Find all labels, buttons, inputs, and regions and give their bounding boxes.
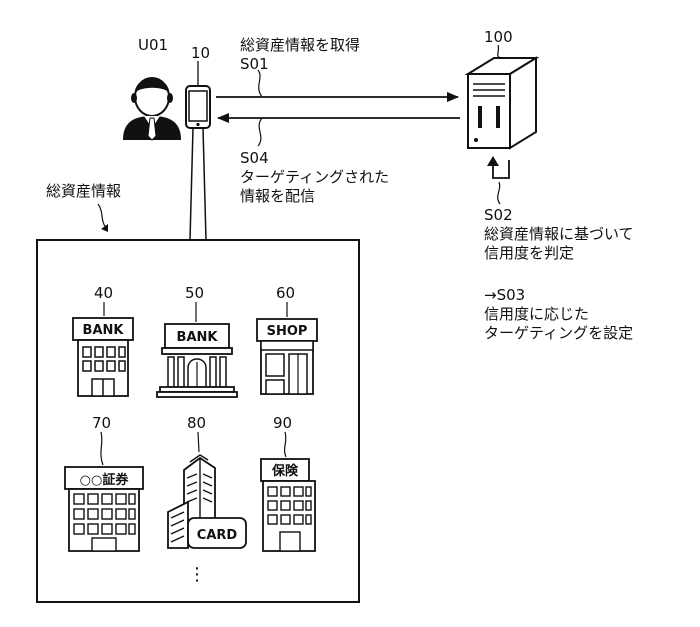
sign-90: 保険 xyxy=(271,463,299,479)
s03-code: →S03 xyxy=(484,286,525,304)
device-ref-label: 10 xyxy=(191,44,210,62)
card-company-building-icon xyxy=(167,454,247,549)
sign-80: CARD xyxy=(197,528,238,543)
s03-line1: 信用度に応じた xyxy=(484,305,589,323)
ref-70: 70 xyxy=(92,414,111,432)
assets-label-leader xyxy=(97,203,107,229)
assets-label-arrowhead xyxy=(101,224,108,232)
s01-title: 総資産情報を取得 xyxy=(240,36,360,54)
sign-70: ○○証券 xyxy=(80,472,130,488)
ref-80: 80 xyxy=(187,414,206,432)
user-icon xyxy=(123,77,181,141)
bank-classic-icon xyxy=(156,323,238,398)
callout-line-left xyxy=(189,127,194,241)
s01-leader xyxy=(257,69,263,98)
s04-line1: ターゲティングされた xyxy=(240,168,389,186)
callout-line-right xyxy=(202,127,207,241)
s02-line1: 総資産情報に基づいて xyxy=(484,225,634,243)
server-ref-label: 100 xyxy=(484,28,513,46)
s04-code: S04 xyxy=(240,149,269,167)
bank-building-icon xyxy=(72,317,134,397)
sign-50: BANK xyxy=(177,330,219,345)
smartphone-icon xyxy=(185,85,211,129)
s04-line2: 情報を配信 xyxy=(240,187,315,205)
leader-80 xyxy=(197,431,200,453)
user-ref-label: U01 xyxy=(138,36,168,54)
self-process-arrowhead xyxy=(487,156,499,166)
server-ref-leader xyxy=(497,44,501,59)
ref-40: 40 xyxy=(94,284,113,302)
more-institutions-marker: ⋮ xyxy=(188,564,206,585)
shop-building-icon xyxy=(256,318,318,395)
assets-label: 総資産情報 xyxy=(46,182,121,200)
s02-leader xyxy=(497,181,501,205)
insurance-building-icon xyxy=(260,458,316,552)
s01-code: S01 xyxy=(240,55,269,73)
ref-60: 60 xyxy=(276,284,295,302)
ref-50: 50 xyxy=(185,284,204,302)
sign-60: SHOP xyxy=(267,324,308,339)
server-icon xyxy=(464,56,540,150)
s03-line2: ターゲティングを設定 xyxy=(484,324,633,342)
securities-building-icon xyxy=(64,466,144,552)
leader-70 xyxy=(100,431,104,466)
self-process-loop xyxy=(492,160,510,179)
s04-leader xyxy=(257,117,263,147)
leader-90 xyxy=(283,431,287,458)
s02-line2: 信用度を判定 xyxy=(484,244,574,262)
ref-90: 90 xyxy=(273,414,292,432)
sign-40: BANK xyxy=(83,323,125,338)
s02-code: S02 xyxy=(484,206,513,224)
